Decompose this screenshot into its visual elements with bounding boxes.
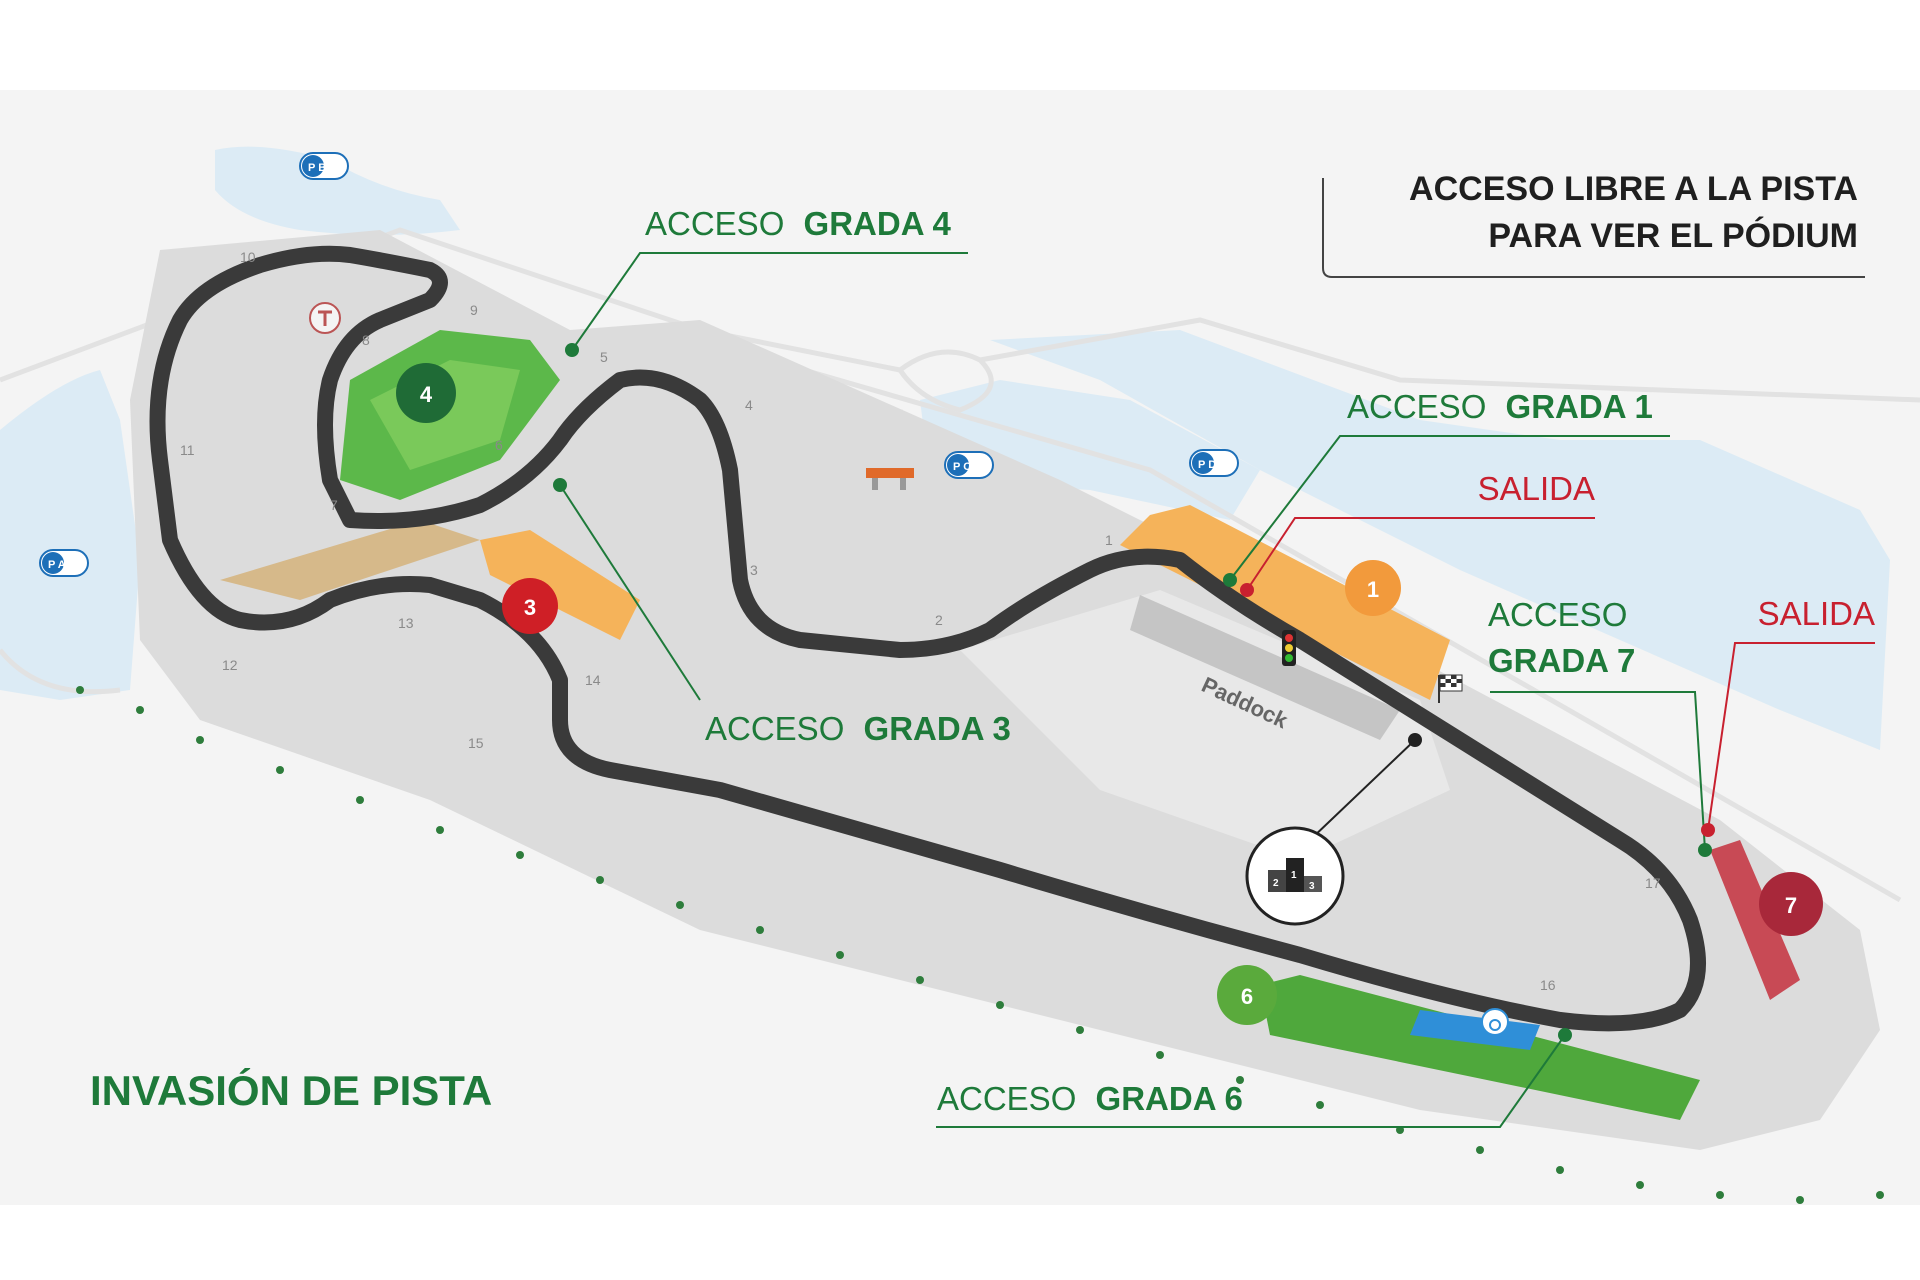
footer-title: INVASIÓN DE PISTA xyxy=(90,1066,492,1114)
title-bracket xyxy=(1322,178,1865,278)
turn-5: 5 xyxy=(600,349,608,365)
checkered-flag-icon xyxy=(1438,674,1463,703)
race-track xyxy=(149,245,1706,1032)
svg-text:ACCESO GRADA 1: ACCESO GRADA 1 xyxy=(1347,388,1653,425)
grada-1-stand xyxy=(1120,505,1450,700)
turn-8: 8 xyxy=(362,332,370,348)
acceso-grada-1: ACCESO GRADA 1 xyxy=(1223,388,1670,587)
turn-15: 15 xyxy=(468,735,484,751)
tower-icon xyxy=(309,302,341,334)
parking-d-label: P D xyxy=(1198,459,1216,471)
acceso-grada-6-name: GRADA 6 xyxy=(1096,1080,1243,1117)
podium-callout-line xyxy=(1309,739,1416,841)
grada-4-badge: 4 xyxy=(396,363,456,423)
grada-3-number: 3 xyxy=(524,595,536,620)
turn-12: 12 xyxy=(222,657,238,673)
grada-1-number: 1 xyxy=(1367,577,1379,602)
svg-text:ACCESO GRADA 4: ACCESO GRADA 4 xyxy=(645,205,951,242)
turn-3: 3 xyxy=(750,562,758,578)
parking-b-label: P B xyxy=(308,162,326,174)
podium-callout-dot xyxy=(1408,733,1422,747)
bridge-icon xyxy=(866,468,914,490)
turn-2: 2 xyxy=(935,612,943,628)
acceso-grada-7: ACCESO GRADA 7 xyxy=(1488,596,1712,857)
salida-1-label: SALIDA xyxy=(1478,470,1595,507)
traffic-light-icon xyxy=(1282,630,1296,666)
acceso-grada-6-prefix: ACCESO xyxy=(937,1080,1076,1117)
parking-c: P C xyxy=(944,451,994,479)
parking-c-label: P C xyxy=(953,461,971,473)
acceso-grada-1-prefix: ACCESO xyxy=(1347,388,1486,425)
svg-text:ACCESO GRADA 6: ACCESO GRADA 6 xyxy=(937,1080,1243,1117)
acceso-grada-4: ACCESO GRADA 4 xyxy=(565,205,968,357)
grada-3-badge: 3 xyxy=(502,578,558,634)
acceso-grada-6: ACCESO GRADA 6 xyxy=(936,1028,1572,1128)
salida-2-label: SALIDA xyxy=(1758,595,1875,632)
grada-7-badge: 7 xyxy=(1759,872,1823,936)
acceso-grada-7-line2: GRADA 7 xyxy=(1488,642,1635,679)
turn-7: 7 xyxy=(330,497,338,513)
grada-7-stand xyxy=(1710,840,1800,1000)
acceso-grada-4-prefix: ACCESO xyxy=(645,205,784,242)
turn-17: 17 xyxy=(1645,875,1661,891)
grada-7-number: 7 xyxy=(1785,893,1797,918)
title-line-2: PARA VER EL PÓDIUM xyxy=(1488,217,1858,255)
parking-a: P A xyxy=(39,549,89,577)
acceso-grada-3-name: GRADA 3 xyxy=(864,710,1011,747)
grada-6-stand xyxy=(1260,975,1700,1120)
podium-icon: 2 1 3 xyxy=(1245,826,1345,926)
gravel-trap xyxy=(220,520,480,600)
turn-4: 4 xyxy=(745,397,753,413)
turn-11: 11 xyxy=(180,442,195,458)
title-line-1: ACCESO LIBRE A LA PISTA xyxy=(1409,170,1858,208)
parking-d: P D xyxy=(1189,449,1239,477)
turn-13: 13 xyxy=(398,615,414,631)
turn-14: 14 xyxy=(585,672,601,688)
grada-3-stand xyxy=(480,530,640,640)
turn-6: 6 xyxy=(495,437,503,453)
salida-2: SALIDA xyxy=(1701,595,1875,837)
acceso-grada-3: ACCESO GRADA 3 xyxy=(553,478,1011,747)
grada-6-badge: 6 xyxy=(1217,965,1277,1025)
turn-1: 1 xyxy=(1105,532,1113,548)
tree-line xyxy=(76,686,1884,1204)
grada-6-number: 6 xyxy=(1241,984,1253,1009)
acceso-grada-7-line1: ACCESO xyxy=(1488,596,1627,633)
acceso-grada-4-name: GRADA 4 xyxy=(804,205,952,242)
acceso-grada-1-name: GRADA 1 xyxy=(1506,388,1653,425)
grada-4-number: 4 xyxy=(420,382,433,407)
podium-first: 1 xyxy=(1291,870,1297,881)
wheelchair-icon xyxy=(1410,1008,1540,1050)
parking-a-label: P A xyxy=(48,559,66,571)
svg-text:ACCESO GRADA 3: ACCESO GRADA 3 xyxy=(705,710,1011,747)
podium-third: 3 xyxy=(1309,881,1315,892)
turn-9: 9 xyxy=(470,302,478,318)
turn-numbers: 1 2 3 4 5 6 7 8 9 10 11 12 13 14 15 16 1… xyxy=(180,249,1661,993)
grada-1-badge: 1 xyxy=(1345,560,1401,616)
podium-second: 2 xyxy=(1273,878,1279,889)
turn-16: 16 xyxy=(1540,977,1556,993)
acceso-grada-3-prefix: ACCESO xyxy=(705,710,844,747)
salida-1: SALIDA xyxy=(1240,470,1595,597)
paddock-area xyxy=(960,590,1450,860)
parking-areas xyxy=(0,146,1890,750)
parking-b: P B xyxy=(299,152,349,180)
turn-10: 10 xyxy=(240,249,256,265)
